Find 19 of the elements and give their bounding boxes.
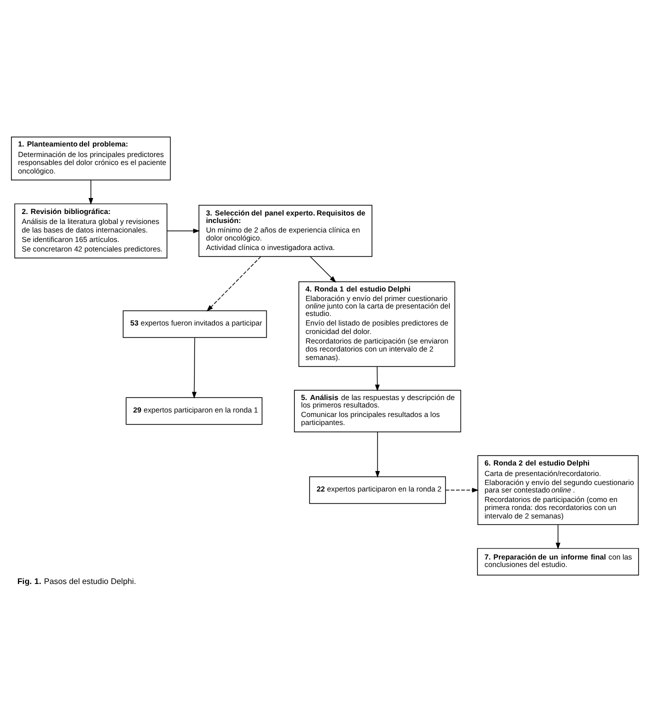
arrow xyxy=(192,336,197,398)
node-box: 3. Selección del panel experto. Requisitos de inclusión: Un mínimo de 2 años de experiencia clínica en dolor oncológico. Actividad clínica o investigadora activa. xyxy=(198,204,372,256)
arrow xyxy=(374,366,380,391)
node-box: 7. Preparación de un informe final con las conclusiones del estudio. xyxy=(477,548,639,576)
arrow xyxy=(206,256,262,312)
node-box: 2. Revisión bibliográfica: Análisis de la literatura global y revisiones de las bases de datos internacionales. Se identificaron 165 artículos. Se concretaron 42 potenciales predictores. xyxy=(14,202,168,258)
arrow xyxy=(445,487,479,492)
arrow xyxy=(310,256,336,282)
node-box: 29 expertos participaron en la ronda 1 xyxy=(126,396,262,424)
caption: Fig. 1. Pasos del estudio Delphi. xyxy=(17,576,136,586)
arrow xyxy=(88,179,94,204)
node-box: 22 expertos participaron en la ronda 2 xyxy=(309,476,446,504)
arrow xyxy=(166,228,200,233)
node-box: 6. Ronda 2 del estudio Delphi Carta de presentación/recordatorio. Elaboración y envío del segundo cuestionario para ser contestado online. Recordatorios de participación (como en primera ronda: dos recordatorios con un intervalo de 2 semanas) xyxy=(477,454,639,525)
node-box: 5. Análisis de las respuestas y descripción de los primeros resultados. Comunicar los principales resultados a los participantes. xyxy=(294,389,462,432)
node-box: 53 expertos fueron invitados a participar xyxy=(122,310,267,338)
arrow xyxy=(375,431,380,478)
arrow xyxy=(556,524,560,549)
node-box: 1. Planteamiento del problema: Determinación de los principales predictores responsables del dolor crónico es el paciente oncológico. xyxy=(11,136,171,180)
